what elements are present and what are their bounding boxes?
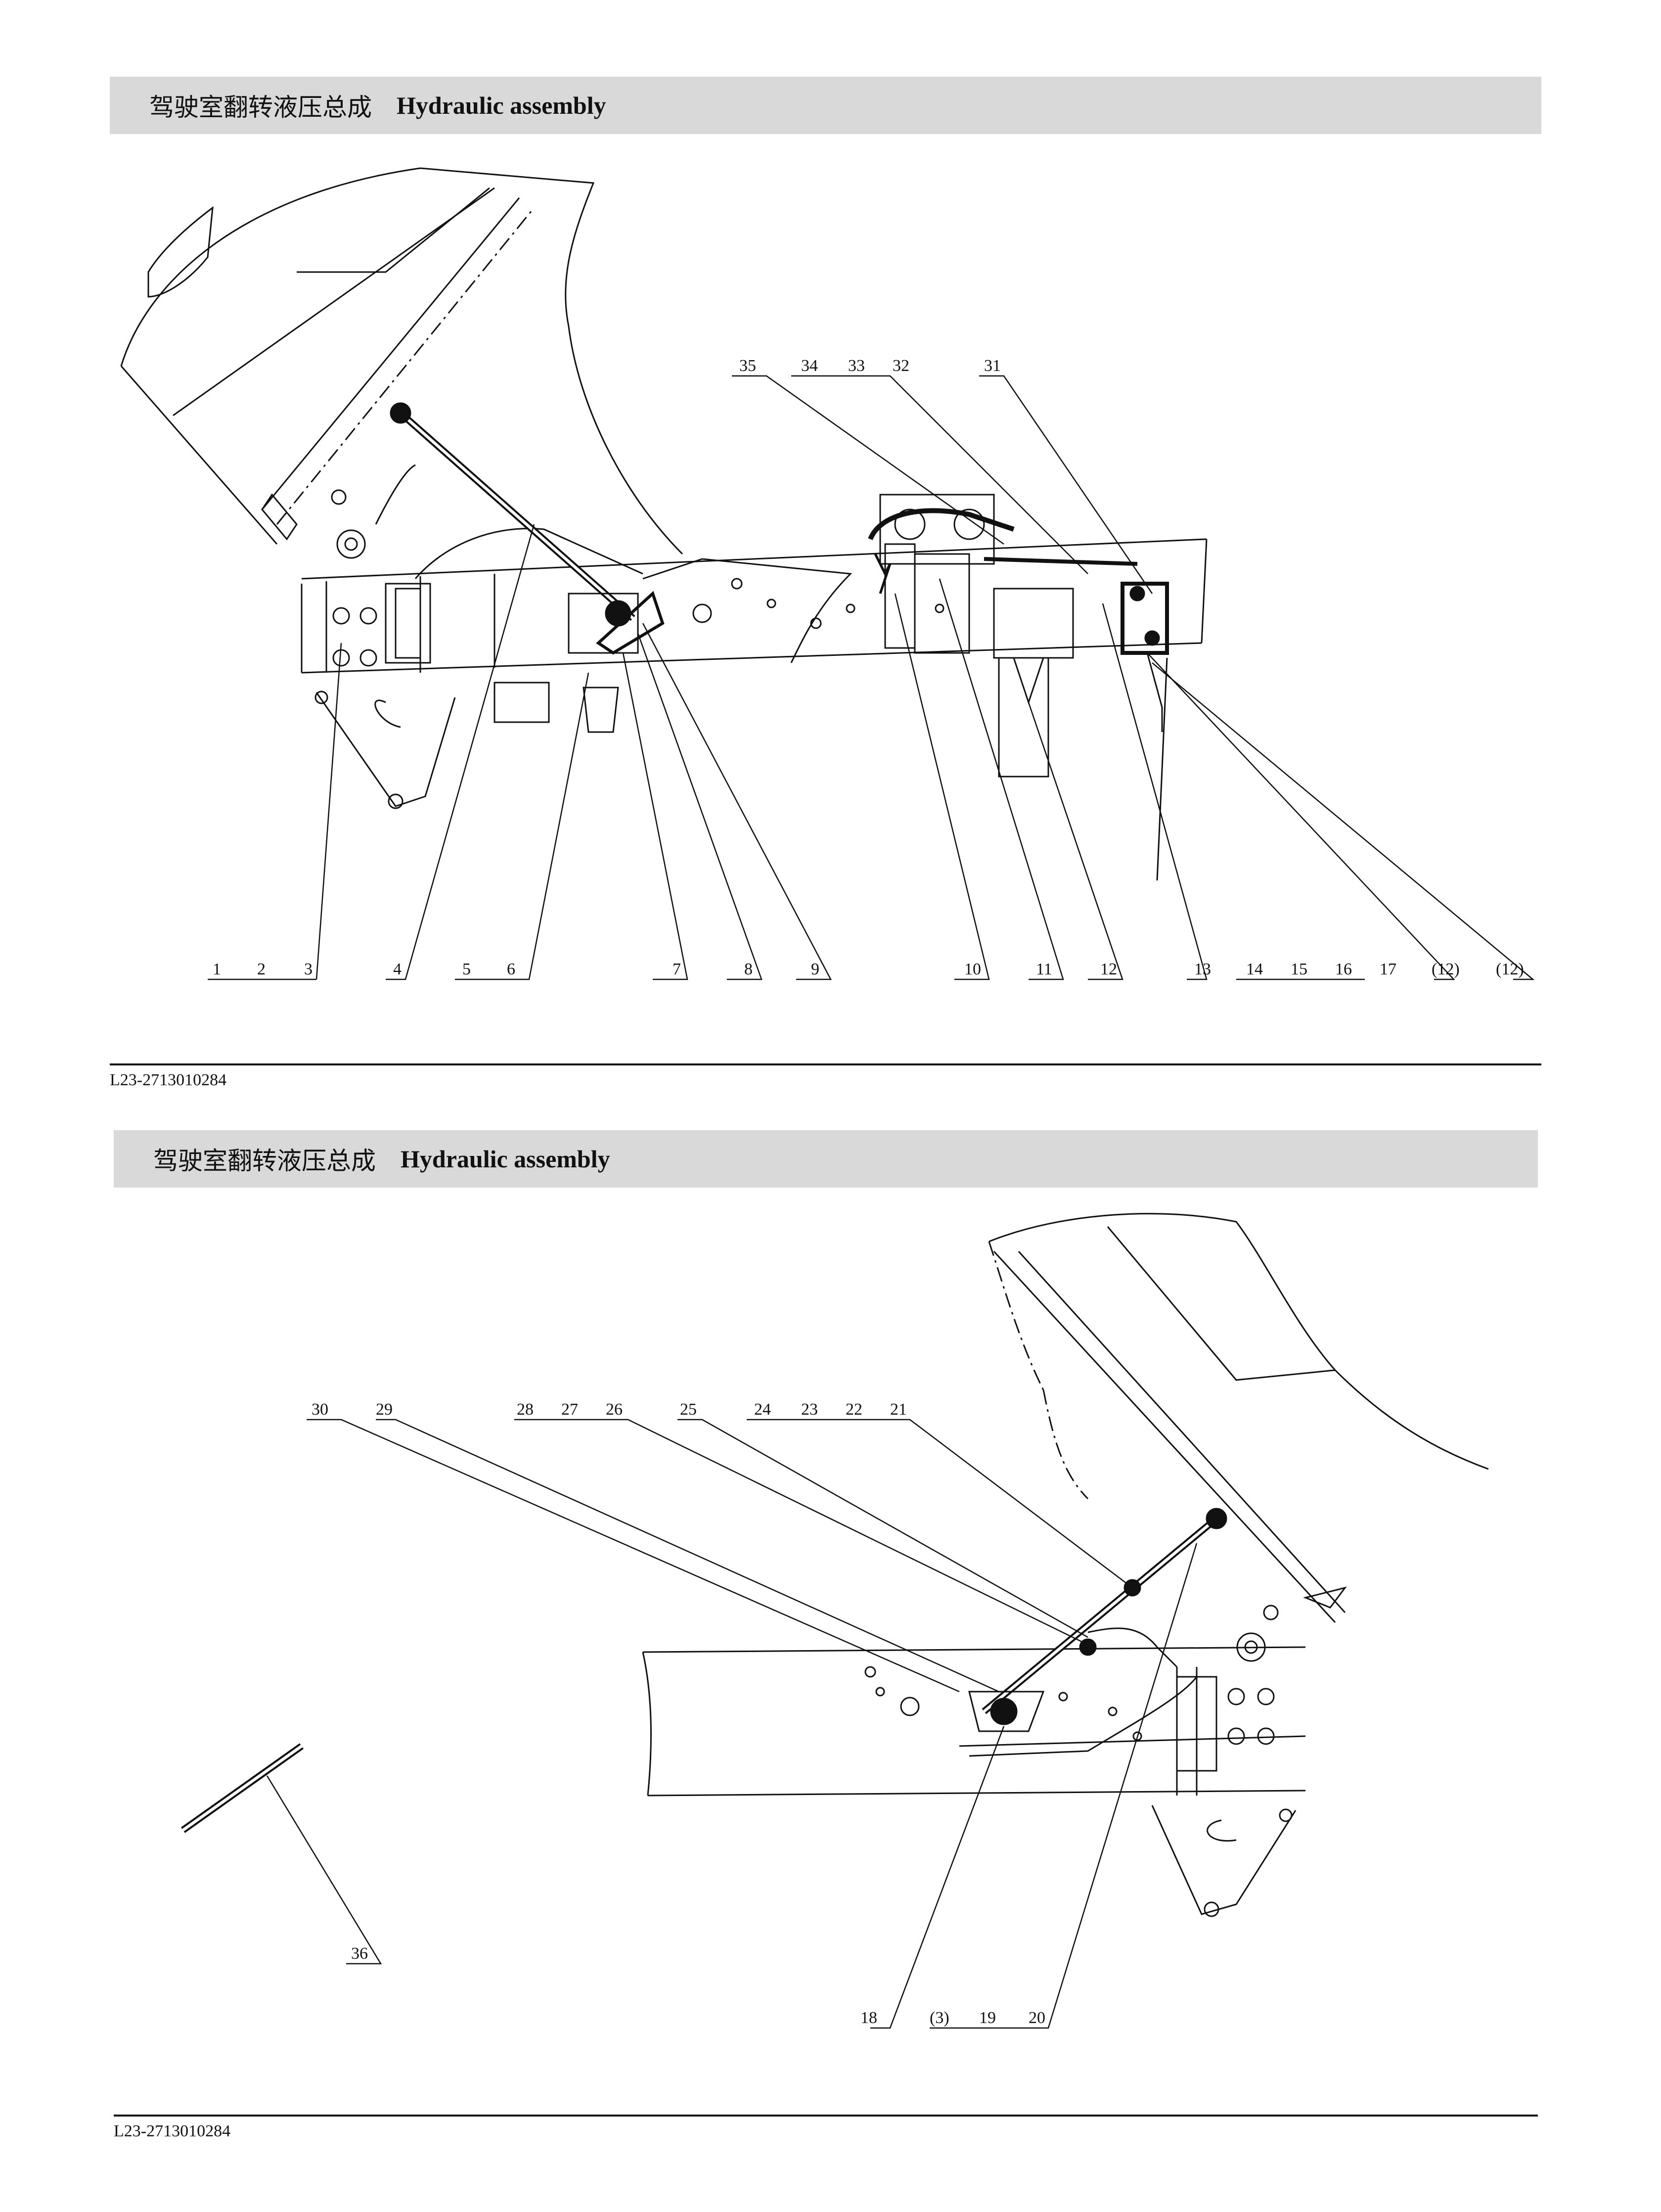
callout-12: 12 xyxy=(1100,960,1117,978)
sheet2-callout-labels: 18 (3) 19 20 21 22 23 24 25 26 27 28 29 … xyxy=(312,1400,1045,2027)
sheet2-leaders xyxy=(266,1419,1198,2029)
sheet2-part-number: L23-2713010284 xyxy=(114,2122,231,2140)
callout-5: 5 xyxy=(462,960,471,978)
callout-8: 8 xyxy=(744,960,753,978)
callout-2: 2 xyxy=(257,960,266,978)
callout-18: 18 xyxy=(860,2009,877,2027)
frame-rail-2 xyxy=(642,1646,1306,1653)
cab-outline xyxy=(120,167,683,555)
callout-16: 16 xyxy=(1335,960,1352,978)
sheet2-title-bar: 驾驶室翻转液压总成 Hydraulic assembly xyxy=(114,1130,1538,1188)
callout-3a: (3) xyxy=(930,2009,949,2027)
callout-4: 4 xyxy=(393,960,402,978)
callout-10: 10 xyxy=(964,960,981,978)
callout-28: 28 xyxy=(517,1400,534,1419)
callout-21: 21 xyxy=(890,1400,907,1419)
sheet2-drawing: 18 (3) 19 20 21 22 23 24 25 26 27 28 29 … xyxy=(180,1213,1489,2029)
callout-12b: (12) xyxy=(1496,960,1524,978)
callout-13: 13 xyxy=(1194,960,1211,978)
callout-30: 30 xyxy=(312,1400,328,1419)
callout-3: 3 xyxy=(304,960,313,978)
callout-7: 7 xyxy=(673,960,681,978)
sheet1-callout-labels: 1 2 3 4 5 6 7 8 9 10 11 12 13 14 15 16 1… xyxy=(213,357,1524,978)
callout-23: 23 xyxy=(801,1400,818,1419)
sheet1-title-en: Hydraulic assembly xyxy=(397,92,606,119)
sheet1-title-cn: 驾驶室翻转液压总成 xyxy=(149,93,372,122)
pump-assembly xyxy=(879,494,995,565)
sheet2-title-cn: 驾驶室翻转液压总成 xyxy=(153,1147,376,1175)
callout-9: 9 xyxy=(811,960,819,978)
callout-34: 34 xyxy=(801,357,818,375)
callout-26: 26 xyxy=(606,1400,623,1419)
callout-25: 25 xyxy=(680,1400,697,1419)
sheet1-leaders xyxy=(208,375,1535,980)
callout-15: 15 xyxy=(1291,960,1307,978)
sheet1-part-number: L23-2713010284 xyxy=(110,1071,227,1089)
callout-19: 19 xyxy=(979,2009,996,2027)
callout-20: 20 xyxy=(1029,2009,1045,2027)
callout-12a: (12) xyxy=(1432,960,1460,978)
callout-29: 29 xyxy=(376,1400,393,1419)
callout-27: 27 xyxy=(561,1400,578,1419)
callout-36: 36 xyxy=(351,1944,368,1963)
callout-6: 6 xyxy=(507,960,515,978)
callout-17: 17 xyxy=(1380,960,1396,978)
callout-32: 32 xyxy=(893,357,909,375)
sheet1-footer-rule xyxy=(110,1063,1541,1065)
callout-14: 14 xyxy=(1246,960,1263,978)
cab-outline-tilted xyxy=(988,1213,1489,1470)
callout-22: 22 xyxy=(846,1400,862,1419)
sheet1-title-bar: 驾驶室翻转液压总成 Hydraulic assembly xyxy=(110,77,1541,134)
callout-24: 24 xyxy=(754,1400,771,1419)
callout-35: 35 xyxy=(739,357,756,375)
sheet2-footer-rule xyxy=(114,2115,1538,2117)
frame-rail xyxy=(301,538,1207,580)
callout-11: 11 xyxy=(1036,960,1052,978)
callout-1: 1 xyxy=(213,960,221,978)
callout-33: 33 xyxy=(848,357,865,375)
sheet2-title-en: Hydraulic assembly xyxy=(401,1145,610,1173)
callout-31: 31 xyxy=(984,357,1001,375)
sheet1-drawing: 1 2 3 4 5 6 7 8 9 10 11 12 13 14 15 16 1… xyxy=(120,167,1535,980)
